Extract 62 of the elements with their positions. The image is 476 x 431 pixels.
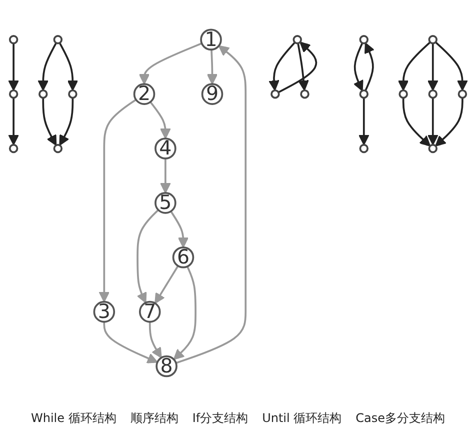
structure-caption: 顺序结构 — [130, 410, 178, 427]
arrow — [398, 42, 431, 91]
arrow — [402, 98, 431, 147]
arrow — [38, 42, 57, 91]
arrow — [206, 50, 218, 85]
arrow — [427, 43, 438, 91]
node-circle — [359, 90, 368, 99]
node-circle — [428, 90, 438, 99]
arrow — [150, 101, 171, 140]
node-circle: 1 — [200, 28, 222, 51]
node-circle: 5 — [154, 192, 176, 214]
node-circle: 3 — [93, 300, 116, 323]
arrow — [176, 45, 247, 364]
node-circle — [53, 144, 63, 154]
node-circle — [270, 90, 280, 99]
node-circle — [359, 144, 368, 154]
arrow — [98, 98, 137, 302]
structure-caption: Case多分支结构 — [356, 410, 446, 427]
structure-caption: Until 循环结构 — [262, 410, 342, 427]
arrow — [435, 98, 464, 147]
arrow — [138, 42, 202, 85]
arrow — [173, 266, 196, 360]
arrow — [278, 42, 318, 94]
arrow — [58, 42, 78, 91]
arrow — [268, 42, 296, 91]
node-circle — [300, 90, 310, 99]
node-circle — [398, 90, 408, 99]
arrow — [154, 265, 179, 304]
node-circle — [8, 35, 18, 44]
node-circle — [38, 90, 48, 99]
arrow — [160, 158, 171, 194]
arrow — [8, 98, 19, 146]
arrow — [353, 42, 364, 92]
node-circle: 7 — [138, 300, 161, 323]
arrow — [434, 42, 468, 91]
node-circle — [8, 144, 18, 154]
arrow — [297, 43, 309, 91]
node-circle: 4 — [154, 138, 176, 160]
node-circle: 8 — [156, 355, 178, 378]
node-circle — [53, 35, 63, 44]
arrow — [358, 98, 370, 146]
node-circle: 9 — [201, 83, 224, 106]
arrow — [42, 98, 57, 146]
node-circle: 6 — [172, 246, 194, 268]
arrow — [8, 43, 19, 91]
arrow — [170, 210, 189, 248]
node-circle — [292, 35, 302, 44]
node-circle — [428, 35, 438, 44]
node-circle — [8, 90, 18, 99]
node-circle: 2 — [133, 83, 156, 106]
structure-caption: If分支结构 — [192, 410, 248, 427]
arrow — [59, 98, 74, 146]
arrow — [103, 322, 158, 364]
arrow — [427, 98, 438, 146]
node-circle — [359, 35, 368, 44]
node-circle — [458, 90, 468, 99]
node-circle — [428, 144, 438, 154]
node-circle — [68, 90, 78, 99]
arrow — [148, 322, 162, 358]
arrow — [136, 209, 159, 304]
structure-caption: While 循环结构 — [30, 410, 116, 427]
arrow — [364, 42, 374, 92]
